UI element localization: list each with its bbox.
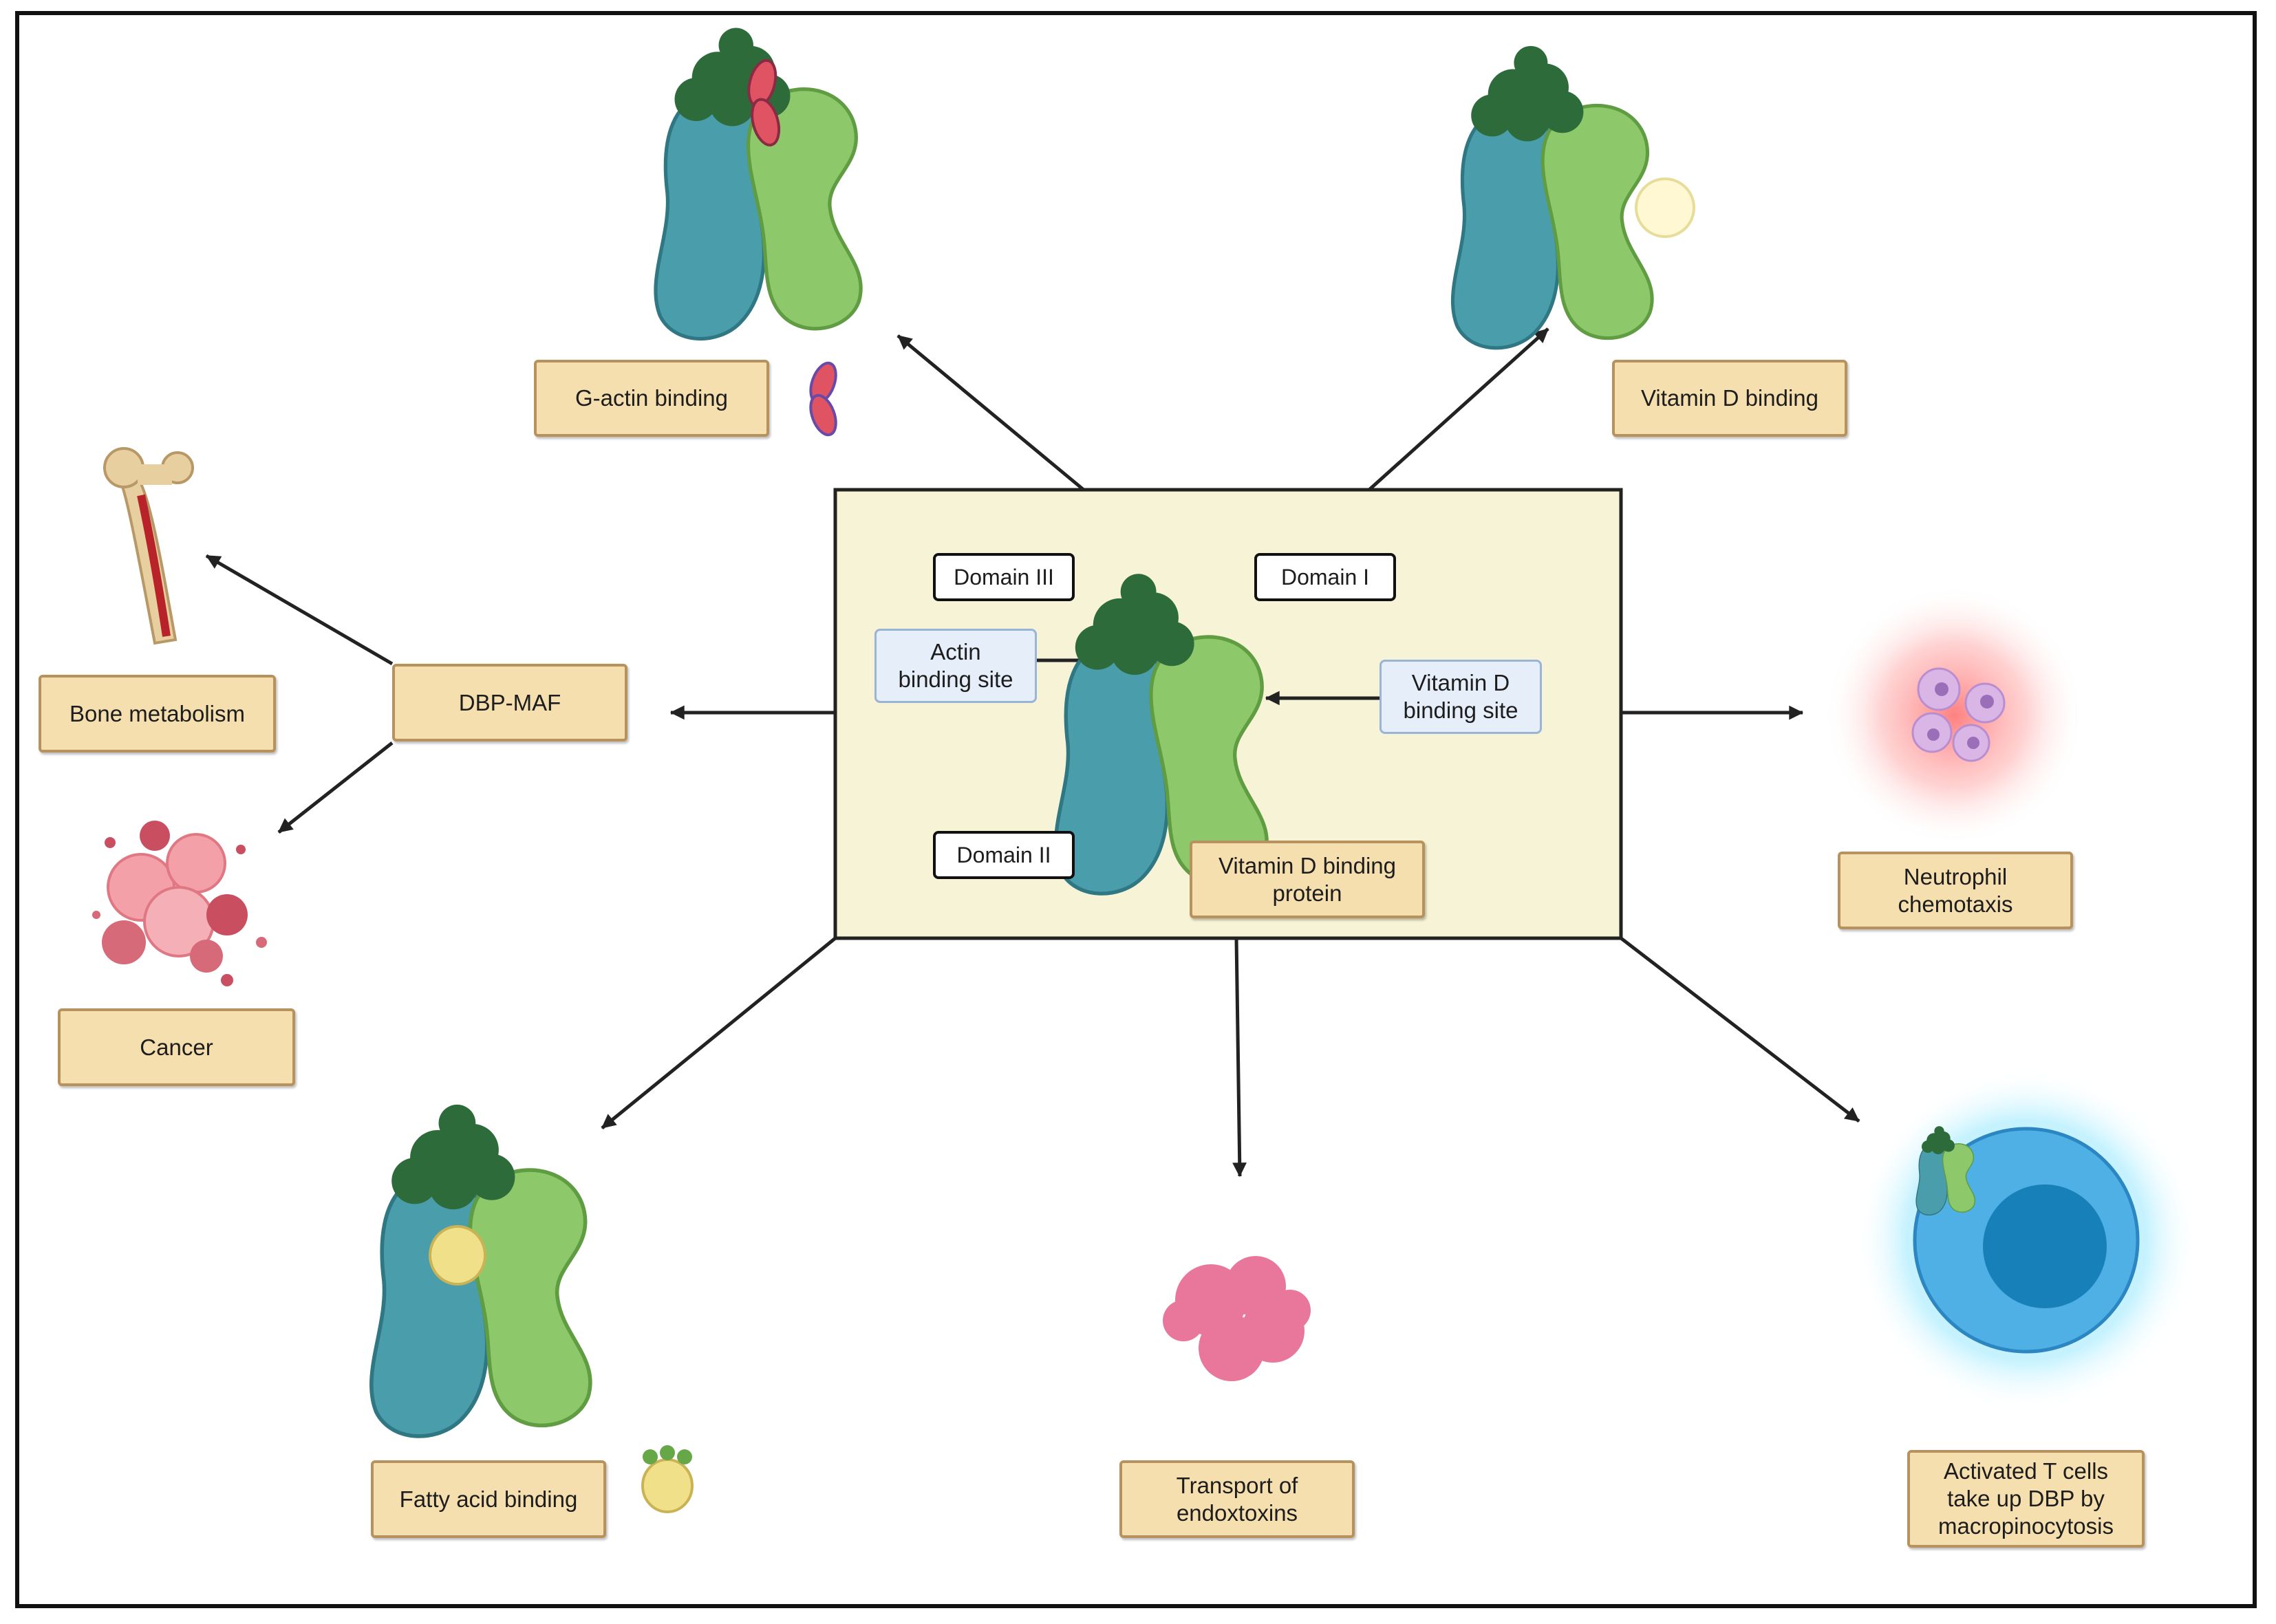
label-transport-endotoxins: Transport of endoxtoxins — [1119, 1460, 1355, 1538]
t-cell-nucleus — [1983, 1184, 2107, 1308]
label-g-actin-binding: G-actin binding — [534, 360, 769, 437]
endotoxin-icon — [1163, 1256, 1311, 1381]
label-actin-binding-site: Actin binding site — [874, 629, 1037, 703]
cancer-cells-icon — [92, 821, 267, 986]
fatty-acid-molecule-icon — [429, 1225, 694, 1513]
arrow-to-t-cells — [1620, 937, 1860, 1123]
label-dbp-maf: DBP-MAF — [392, 664, 627, 741]
neutrophil-cells-icon — [1911, 667, 2006, 762]
label-domain-i: Domain I — [1254, 553, 1396, 601]
label-cancer: Cancer — [58, 1008, 295, 1086]
label-vitamin-d-binding: Vitamin D binding — [1612, 360, 1847, 437]
neutrophil-glow — [1823, 585, 2085, 846]
arrow-to-fatty-acid — [601, 937, 837, 1129]
label-fatty-acid-binding: Fatty acid binding — [371, 1460, 606, 1538]
vitamin-d-protein-icon — [1452, 46, 1652, 348]
label-bone-metabolism: Bone metabolism — [39, 675, 276, 753]
bone-icon — [103, 447, 194, 645]
label-domain-iii: Domain III — [933, 553, 1075, 601]
vitamin-d-molecule-icon — [1635, 177, 1695, 238]
arrow-to-endotoxins — [1232, 938, 1247, 1178]
arrow-to-vitamin-d — [1368, 327, 1549, 491]
label-vitamin-d-binding-protein: Vitamin D binding protein — [1190, 841, 1425, 918]
actin-filament-icon — [747, 58, 781, 147]
label-activated-t-cells: Activated T cells take up DBP by macropi… — [1907, 1450, 2145, 1548]
actin-monomer-icon — [809, 361, 837, 437]
arrow-to-cancer — [277, 741, 394, 834]
label-neutrophil-chemotaxis: Neutrophil chemotaxis — [1838, 852, 2073, 929]
arrow-to-g-actin — [897, 334, 1085, 491]
label-domain-ii: Domain II — [933, 831, 1075, 879]
arrow-to-bone — [205, 554, 394, 666]
label-vitamin-d-binding-site: Vitamin D binding site — [1379, 660, 1542, 734]
